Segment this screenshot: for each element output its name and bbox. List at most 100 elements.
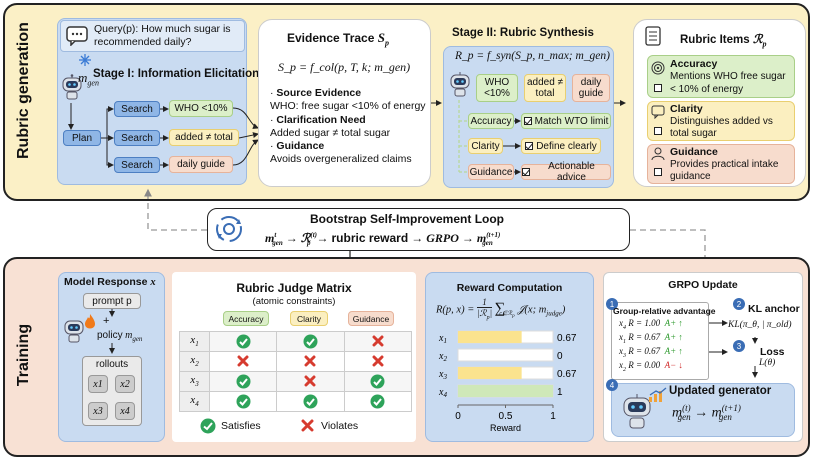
check-circle-icon [343,391,413,412]
x-tick-label: 1 [550,411,556,422]
person-icon [651,147,665,161]
rubric-item-guidance-line1: Provides practical intake [670,159,779,170]
robot-icon [450,72,470,97]
advantage-box [611,302,709,380]
bar-category-label: x3 [438,369,447,381]
advantage-row: x2 R = 0.00 A− ↓ [619,360,683,373]
cross-icon [301,419,314,432]
loop-title: Bootstrap Self-Improvement Loop [310,212,505,226]
legend-violates: Violates [321,420,359,432]
rubric-item-accuracy-name: Accuracy [670,58,718,70]
robot-icon [64,320,84,343]
checkbox [654,127,662,135]
evidence-formula: S_p = f_col(p, T, k; m_gen) [278,60,411,74]
bar-value-label: 1 [557,387,563,398]
rubric-item-accuracy-line2: < 10% of energy [670,84,744,95]
judge-col-accuracy: Accuracy [223,311,269,326]
x-axis-label: Reward [490,423,521,433]
kl-title: KL anchor [748,303,800,315]
rollout-cell: x4 [115,402,135,420]
search-node-3: Search [114,157,160,173]
advantage-row: x1 R = 0.67 A+ ↑ [619,332,683,345]
query-line1: Query(p): How much sugar is [94,23,231,35]
chat-icon [66,26,88,46]
cross-icon [343,331,413,352]
advantage-row: x3 R = 0.67 A+ ↑ [619,346,683,359]
check-guidance: Actionable advice [521,161,611,183]
rubric-item-guidance-line2: guidance [670,171,711,182]
rollout-cell: x2 [115,375,135,393]
x-tick-label: 0 [455,411,461,422]
search-node-1: Search [114,101,160,117]
checkbox [654,84,662,92]
judge-title: Rubric Judge Matrix [236,281,352,295]
plan-node: Plan [63,130,101,146]
step-badge: 1 [606,298,618,310]
bar-category-label: x1 [438,333,447,345]
bootstrap-loop-box [207,208,630,251]
advantage-row: x4 R = 1.00 A+ ↑ [619,318,683,331]
loss-formula: L(θ) [759,358,776,368]
rubric-item-clarity [647,101,795,141]
snowflake-icon [79,54,91,66]
evidence-item-1-head: · Source Evidence [270,87,362,99]
rollouts-label: rollouts [95,359,129,370]
judge-row-label: x2 [179,351,210,372]
fire-icon [85,314,95,329]
evidence-item-3-head: · Guidance [270,140,325,152]
chip-who: WHO <10% [476,74,518,102]
step-badge: 2 [733,298,745,310]
checkbox [654,168,662,176]
step-badge: 4 [606,379,618,391]
judge-row: x4 [179,391,413,412]
rollout-cell: x3 [88,402,108,420]
rollout-cell: x1 [88,375,108,393]
evidence-item-2-body: Added sugar ≠ total sugar [270,127,391,139]
output-daily: daily guide [169,156,233,173]
updated-generator-formula: m(t)gen → m(t+1)gen [672,403,741,423]
speech-bubble-icon [651,105,665,119]
stage2-formula: R_p = f_syn(S_p, n_max; m_gen) [455,50,610,62]
policy-label: policy mgen [97,330,143,343]
bar-track [457,348,554,362]
checklist-icon [645,26,661,46]
refresh-cycle-icon [216,216,242,242]
check-circle-icon [208,371,278,392]
rubric-row-clarity: Clarity [468,138,503,154]
x-tick-label: 0.5 [499,411,513,422]
step-badge: 3 [733,340,745,352]
stage1-title: Stage I: Information Elicitation [93,68,260,80]
rubric-row-accuracy: Accuracy [468,113,514,129]
advantage-title: Group-relative advantage [613,306,716,316]
rubric-item-clarity-line2: total sugar [670,128,717,139]
prompt-box: prompt p [83,293,141,309]
evidence-item-1-body: WHO: free sugar <10% of energy [270,100,426,112]
bar-value-label: 0.67 [557,333,577,344]
kl-formula: KL(π_θ, | π_old) [728,320,792,330]
rubric-item-clarity-line1: Distinguishes added vs [670,116,773,127]
judge-col-guidance: Guidance [348,311,394,326]
bar-value-label: 0 [557,351,563,362]
bar-x4 [458,385,553,397]
bar-value-label: 0.67 [557,369,577,380]
plus-sign: + [103,315,110,327]
output-added: added ≠ total [169,129,239,146]
model-response-title: Model Response x [64,276,156,288]
rubric-row-guidance: Guidance [468,164,514,180]
check-clarity: Define clearly [521,138,601,154]
rubric-item-guidance [647,144,795,184]
rubric-items-title: Rubric Items ℛp [680,32,767,49]
cross-icon [343,351,413,372]
growth-chart-icon [649,387,667,402]
query-line2: recommended daily? [94,36,192,48]
rubric-item-accuracy-line1: Mentions WHO free sugar [670,71,786,82]
loop-formula: mtgen → ℛ(t)p → rubric reward → GRPO → m… [265,231,501,248]
chip-daily: daily guide [572,74,610,102]
chip-added: added ≠ total [524,74,566,102]
target-icon [651,61,665,75]
advantage-rows: x4 R = 1.00 A+ ↑x1 R = 0.67 A+ ↑x3 R = 0… [619,318,709,374]
evidence-panel [258,19,431,187]
evidence-item-2-head: · Clarification Need [270,114,366,126]
